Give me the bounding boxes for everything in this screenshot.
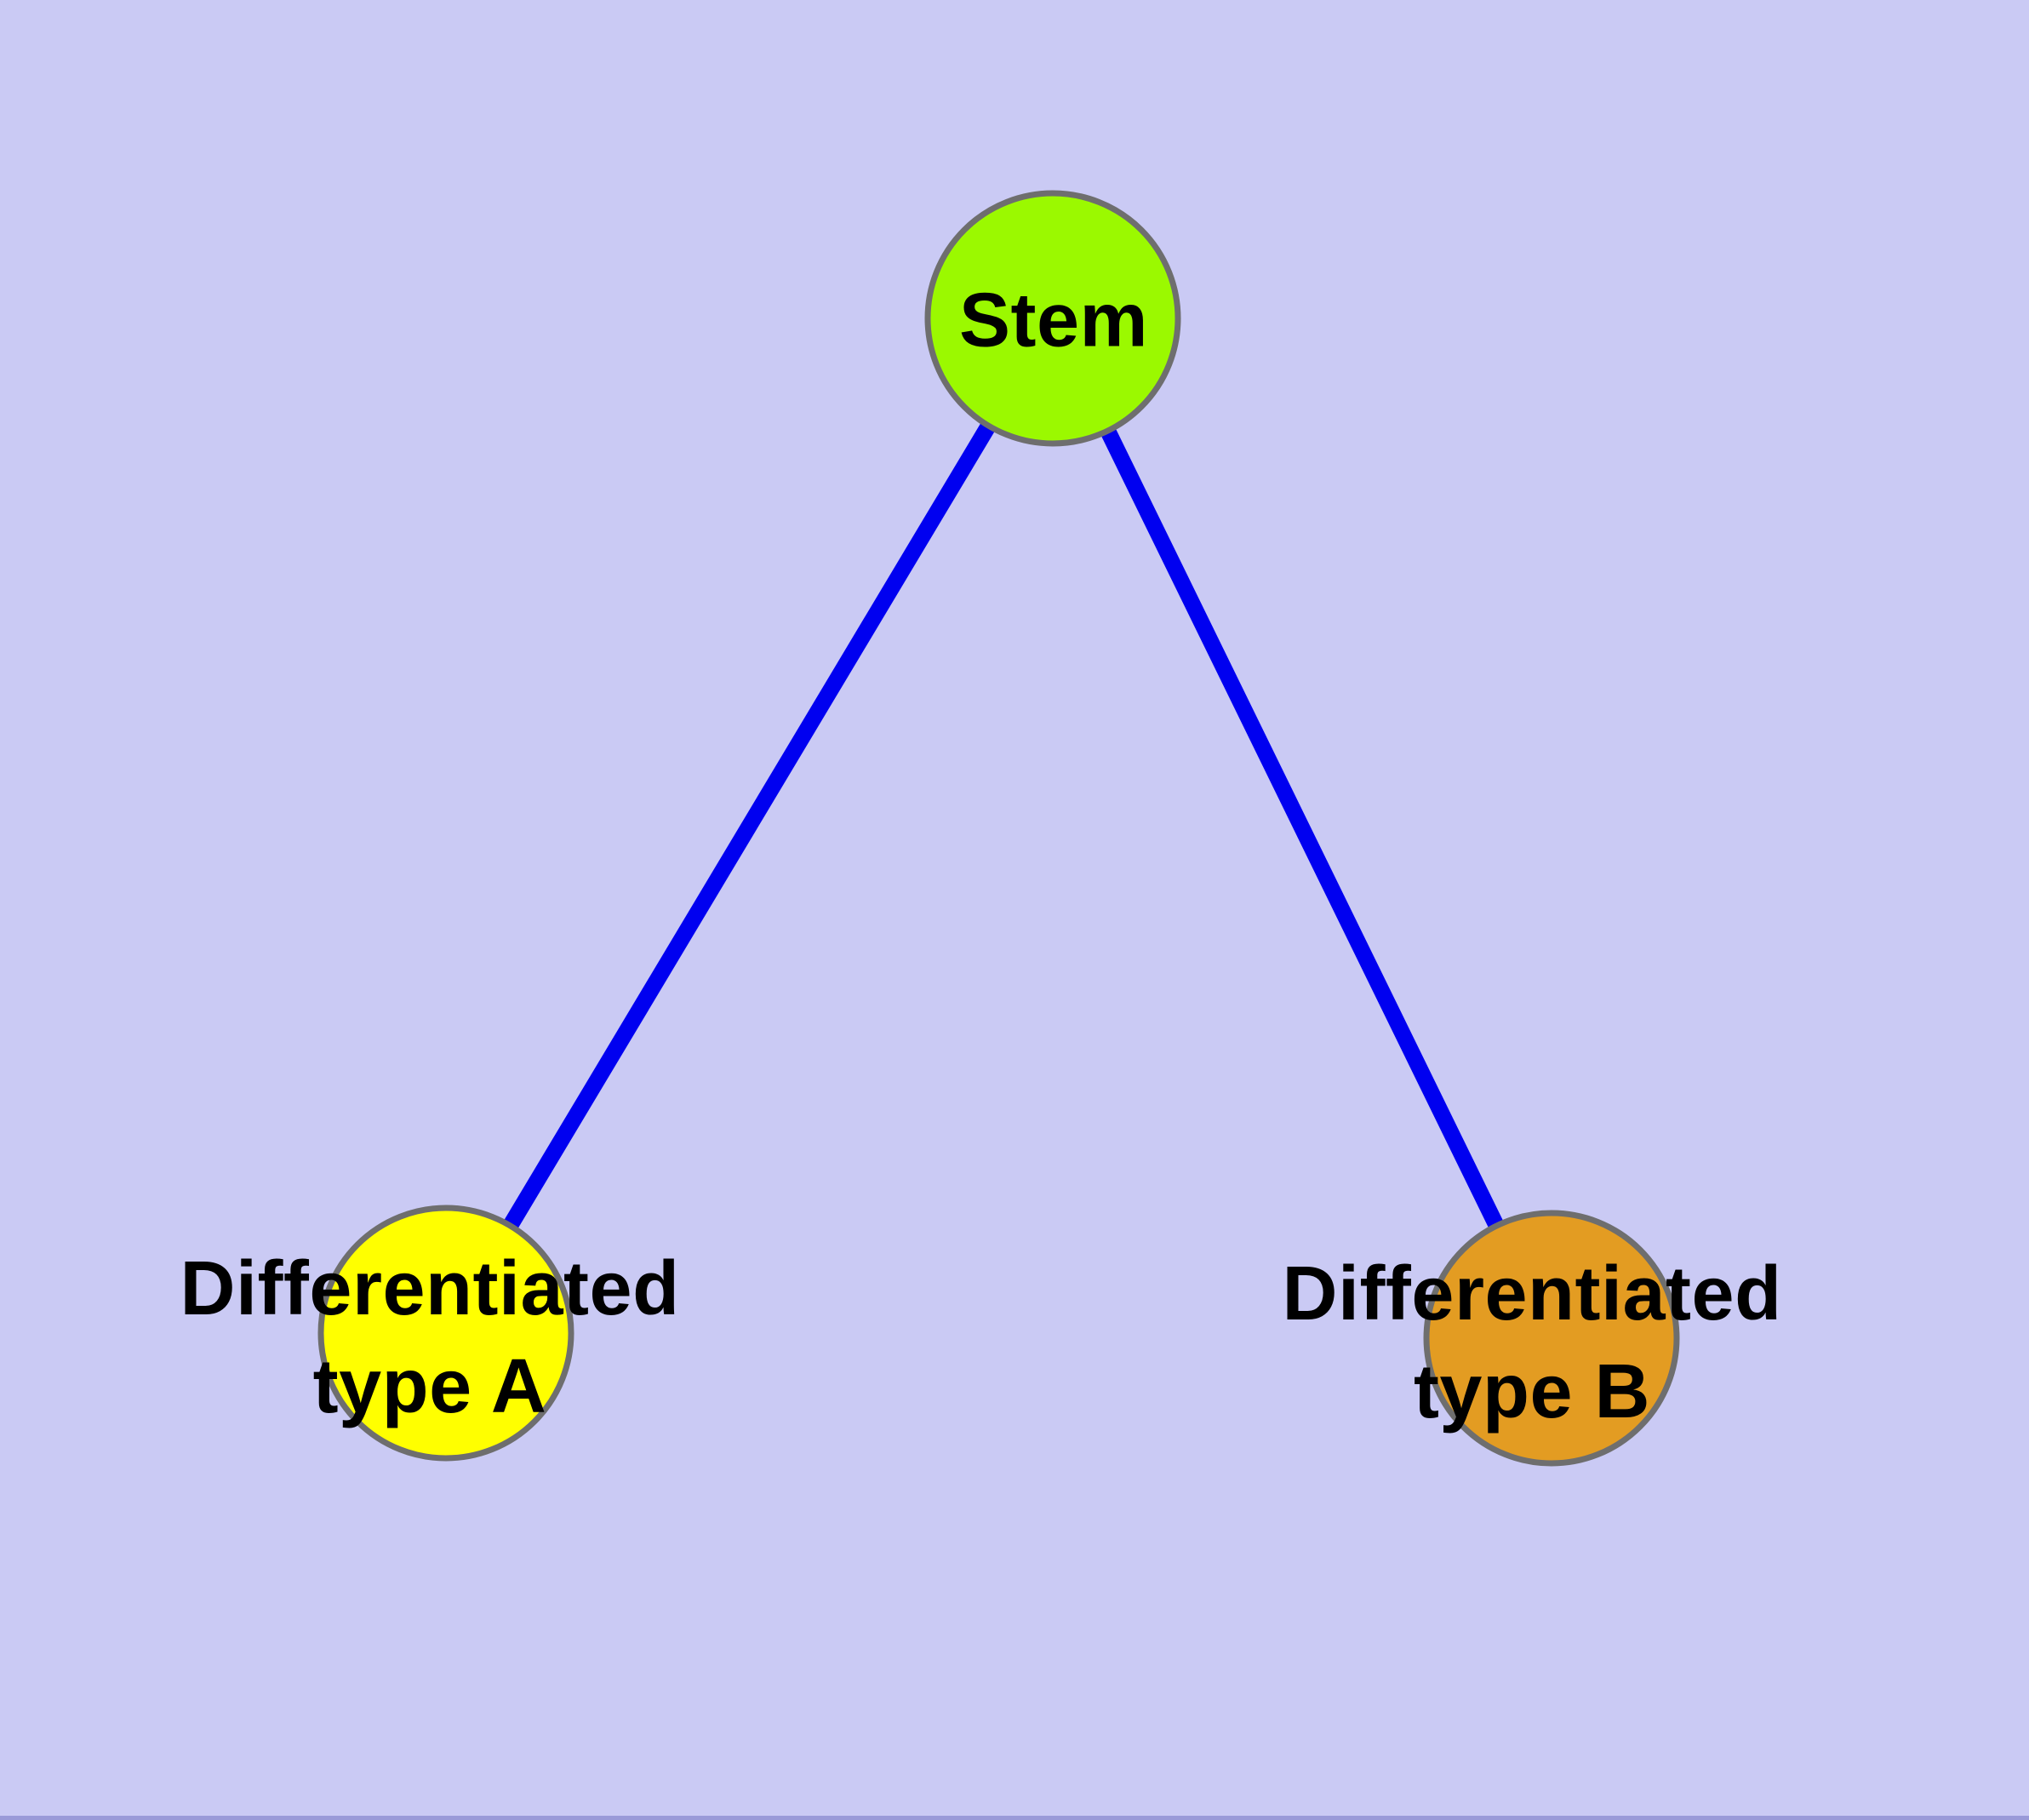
node-label-line: Stem <box>958 278 1149 363</box>
node-label-differentiated-type-a: Differentiated type A <box>180 1240 679 1436</box>
node-label-line: Differentiated <box>180 1246 680 1331</box>
bottom-window-edge <box>0 1816 2029 1820</box>
node-label-stem: Stem <box>959 272 1148 370</box>
node-differentiated-type-b <box>1423 1210 1680 1467</box>
node-label-differentiated-type-b: Differentiated type B <box>1282 1245 1781 1441</box>
node-label-line: type B <box>1413 1349 1651 1434</box>
node-label-line: Differentiated <box>1282 1251 1782 1336</box>
edge-stem-to-type-b <box>1045 314 1559 1342</box>
node-differentiated-type-a <box>317 1205 574 1462</box>
edge-stem-to-type-a <box>438 314 1060 1337</box>
node-label-line: type A <box>312 1344 547 1429</box>
node-stem <box>924 190 1181 447</box>
